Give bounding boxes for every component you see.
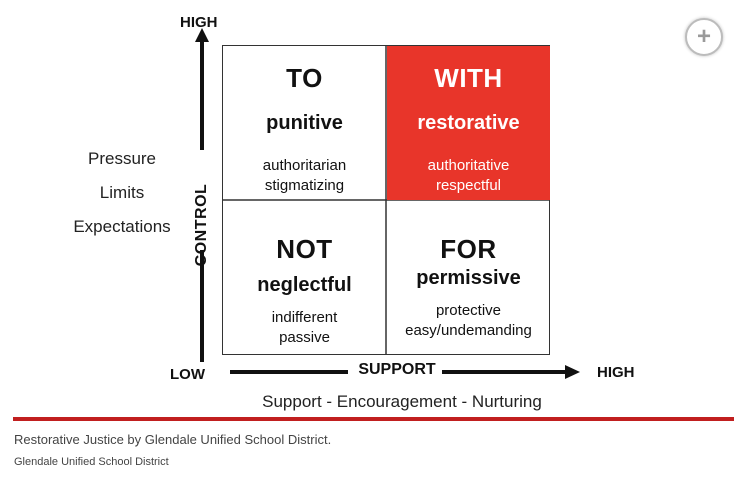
caption-divider	[13, 417, 734, 421]
support-axis-arrow	[230, 365, 580, 379]
support-high-label: HIGH	[597, 364, 635, 381]
quadrant-not: NOT neglectful indifferent passive	[223, 201, 386, 354]
quadrant-descriptor: stigmatizing	[264, 177, 345, 194]
quadrant-heading: FOR	[440, 234, 497, 264]
quadrant-with: WITH restorative authoritative respectfu…	[387, 46, 550, 200]
quadrant-grid: TO punitive authoritarian stigmatizing W…	[222, 45, 550, 355]
control-high-label: HIGH	[180, 14, 218, 31]
low-label: LOW	[170, 366, 205, 383]
quadrant-heading: NOT	[276, 234, 333, 264]
grid-dividers	[223, 46, 549, 354]
quadrant-mode: punitive	[266, 112, 343, 134]
image-credit: Glendale Unified School District	[14, 456, 169, 468]
control-axis-arrow	[195, 28, 209, 362]
zoom-button[interactable]: +	[685, 18, 723, 56]
quadrant-mode: restorative	[417, 112, 520, 134]
quadrant-heading: WITH	[434, 63, 503, 93]
support-factors: Support - Encouragement - Nurturing	[262, 392, 542, 411]
quadrant-descriptor: authoritative	[427, 157, 510, 174]
control-factor: Pressure	[87, 149, 157, 168]
quadrant-descriptor: authoritarian	[262, 157, 347, 174]
quadrant-descriptor: respectful	[435, 177, 502, 194]
restorative-practices-window-figure: HIGH CONTROL Pressure Limits Expectation…	[73, 14, 635, 411]
quadrant-descriptor: easy/undemanding	[405, 322, 532, 339]
quadrant-mode: permissive	[416, 267, 521, 289]
control-factor: Expectations	[73, 217, 171, 236]
quadrant-for: FOR permissive protective easy/undemandi…	[387, 201, 550, 354]
quadrant-heading: TO	[286, 63, 323, 93]
control-factor: Limits	[99, 183, 145, 202]
image-caption: Restorative Justice by Glendale Unified …	[14, 432, 332, 447]
quadrant-descriptor: indifferent	[271, 309, 338, 326]
quadrant-descriptor: passive	[279, 329, 330, 346]
quadrant-mode: neglectful	[257, 274, 352, 296]
quadrant-descriptor: protective	[435, 302, 502, 319]
plus-circle-icon: +	[696, 23, 711, 50]
support-axis-label: SUPPORT	[358, 361, 436, 378]
quadrant-to: TO punitive authoritarian stigmatizing	[223, 46, 386, 200]
